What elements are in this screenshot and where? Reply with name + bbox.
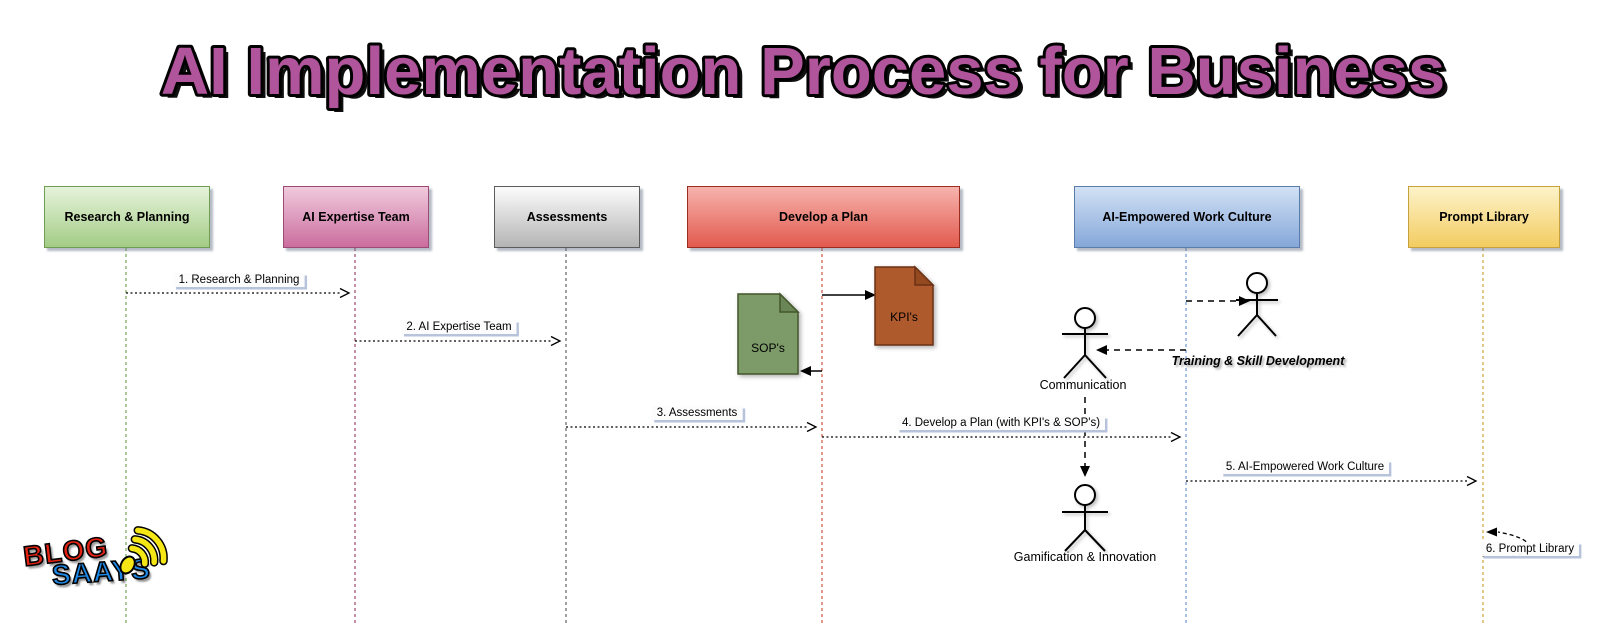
- lane-prompt-library: Prompt Library: [1408, 186, 1560, 248]
- gamification-arrow: [1080, 397, 1090, 477]
- message-5-label: 5. AI-Empowered Work Culture: [1220, 460, 1390, 474]
- kpi-document: [874, 265, 935, 346]
- message-4-label: 4. Develop a Plan (with KPI's & SOP's): [896, 416, 1106, 430]
- lane-label: Develop a Plan: [779, 210, 868, 224]
- documents: [737, 265, 935, 375]
- message-3-label: 3. Assessments: [651, 406, 743, 420]
- lane-ai-expertise-team: AI Expertise Team: [283, 186, 429, 248]
- signal-waves-icon: [119, 526, 168, 575]
- lane-research-planning: Research & Planning: [44, 186, 210, 248]
- lane-work-culture: AI-Empowered Work Culture: [1074, 186, 1300, 248]
- message-1-label: 1. Research & Planning: [173, 273, 305, 287]
- kpi-arrow: [822, 290, 876, 300]
- lane-label: AI Expertise Team: [302, 210, 410, 224]
- lane-develop-a-plan: Develop a Plan: [687, 186, 960, 248]
- communication-actor-figure: [1062, 307, 1108, 379]
- training-actor-figure: [1236, 272, 1278, 337]
- message-arrows: [126, 287, 1530, 558]
- sop-document-label: SOP's: [751, 341, 785, 355]
- training-actor-label: Training & Skill Development: [1171, 354, 1345, 368]
- kpi-document-label: KPI's: [890, 310, 918, 324]
- message-3-arrow: [566, 421, 818, 433]
- lane-label: Research & Planning: [64, 210, 190, 224]
- page-title: AI Implementation Process for Business: [161, 34, 1446, 109]
- communication-actor-label: Communication: [1039, 378, 1127, 392]
- gamification-actor-label: Gamification & Innovation: [1013, 550, 1157, 564]
- message-4-arrow: [822, 431, 1182, 443]
- actor-arrows: [1080, 296, 1250, 477]
- message-2-arrow: [355, 335, 562, 347]
- message-1-arrow: [126, 287, 351, 299]
- message-2-label: 2. AI Expertise Team: [401, 320, 517, 334]
- page-title-graphic: AI Implementation Process for Business A…: [158, 31, 1451, 113]
- blog-saays-logo: BLOG SAAYS: [21, 526, 176, 620]
- message-5-arrow: [1186, 475, 1478, 487]
- page-title-shadow: AI Implementation Process for Business: [166, 38, 1451, 113]
- lane-label: Assessments: [526, 210, 608, 224]
- document-arrows: [800, 290, 876, 376]
- lifelines: [125, 248, 1484, 625]
- message-6-self-loop-arrow: [1482, 527, 1530, 558]
- message-6-label: 6. Prompt Library: [1480, 542, 1580, 556]
- lane-label: AI-Empowered Work Culture: [1102, 210, 1272, 224]
- gamification-actor-figure: [1062, 484, 1108, 552]
- lane-label: Prompt Library: [1439, 210, 1529, 224]
- lane-assessments: Assessments: [494, 186, 640, 248]
- actor-figures: [1062, 272, 1278, 552]
- sop-arrow: [800, 366, 822, 376]
- sop-document: [737, 292, 800, 375]
- communication-arrow: [1096, 345, 1186, 355]
